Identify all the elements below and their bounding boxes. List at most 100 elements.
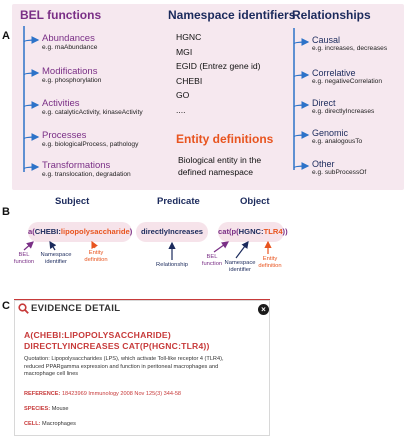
relationship-example: e.g. negativeCorrelation [312, 78, 383, 85]
subject-entity: lipopolysaccharide [60, 227, 130, 236]
close-icon: × [261, 305, 266, 314]
bel-function-processes: Processes e.g. biologicalProcess, pathol… [42, 130, 138, 148]
subject-namespace: CHEBI: [34, 227, 61, 236]
subject-close: ) [129, 227, 133, 236]
namespace-list: HGNC MGI EGID (Entrez gene id) CHEBI GO … [176, 30, 261, 117]
bel-function-label: BEL function [12, 252, 36, 265]
cell-value: Macrophages [42, 421, 76, 427]
object-bel-function-label: BEL function [200, 254, 224, 267]
evidence-species: SPECIES: Mouse [24, 406, 68, 414]
label-line: identifier [229, 266, 251, 273]
relationships-header: Relationships [292, 8, 371, 22]
panel-label-c: C [2, 300, 10, 312]
namespace-header: Namespace identifiers [168, 8, 296, 22]
bel-function-example: e.g. catalyticActivity, kinaseActivity [42, 109, 143, 116]
namespace-item: MGI [176, 46, 193, 57]
bel-function-title: Abundances [42, 33, 95, 44]
label-line: definition [84, 256, 108, 263]
quotation-line: reduced PPARgamma expression and functio… [24, 363, 219, 370]
relationship-direct: Direct e.g. directlyIncreases [312, 98, 374, 115]
label-line: BEL [206, 254, 218, 260]
evidence-statement-line: DIRECTLYINCREASES CAT(P(HGNC:TLR4)) [24, 341, 210, 351]
evidence-quotation: Quotation: Lipopolysaccharides (LPS), wh… [24, 356, 266, 379]
relationship-example: e.g. analogousTo [312, 138, 363, 145]
object-entity: TLR4 [263, 227, 283, 236]
object-function: cat(p( [218, 227, 239, 236]
bel-function-example: e.g. maAbundance [42, 44, 98, 51]
bel-function-transformations: Transformations e.g. translocation, degr… [42, 160, 131, 178]
namespace-identifier-label: Namespace identifier [38, 252, 74, 265]
search-icon [18, 303, 29, 314]
object-close: )) [282, 227, 288, 236]
label-line: Namespace [40, 252, 72, 258]
connector-lines [23, 26, 310, 172]
subject-header: Subject [55, 196, 90, 207]
namespace-item: HGNC [176, 32, 202, 42]
label-line: BEL [18, 252, 30, 258]
label-line: function [13, 258, 35, 265]
evidence-cell: CELL: Macrophages [24, 421, 76, 429]
species-label: SPECIES: [24, 406, 51, 412]
label-line: identifier [45, 258, 67, 265]
object-entity-definition-label: Entity definition [256, 256, 284, 269]
bel-function-title: Processes [42, 130, 87, 141]
label-line: Namespace [224, 260, 256, 266]
relationship-title: Other [312, 159, 335, 169]
predicate-header: Predicate [157, 196, 200, 207]
subject-function: a( [28, 227, 35, 236]
cell-label: CELL: [24, 421, 41, 427]
bel-functions-header: BEL functions [20, 8, 102, 22]
label-line: Entity [88, 250, 104, 256]
evidence-statement-line: A(CHEBI:LIPOPOLYSACCHARIDE) [24, 330, 171, 340]
relationship-example: e.g. directlyIncreases [312, 108, 375, 115]
namespace-item: GO [176, 90, 190, 100]
bel-function-abundances: Abundances e.g. maAbundance [42, 33, 97, 51]
object-pill: cat(p(HGNC:TLR4)) [218, 222, 288, 242]
predicate-pill: directlyIncreases [136, 222, 208, 242]
object-header: Object [240, 196, 270, 207]
evidence-statement: A(CHEBI:LIPOPOLYSACCHARIDE) DIRECTLYINCR… [24, 330, 210, 352]
bel-function-title: Modifications [42, 66, 98, 77]
relationship-genomic: Genomic e.g. analogousTo [312, 128, 362, 145]
bel-function-title: Transformations [42, 160, 111, 171]
entity-definitions-header: Entity definitions [176, 132, 274, 146]
bel-function-title: Activities [42, 98, 80, 109]
quotation-line: Quotation: Lipopolysaccharides (LPS), wh… [24, 356, 224, 362]
namespace-item: EGID (Entrez gene id) [176, 61, 261, 71]
statement-arrows [23, 240, 272, 260]
bel-overview-panel [12, 4, 404, 190]
close-button[interactable]: × [258, 304, 269, 315]
label-line: Entity [262, 256, 278, 262]
bel-function-example: e.g. biologicalProcess, pathology [42, 141, 139, 148]
relationship-example: e.g. subProcessOf [312, 169, 367, 176]
reference-label: REFERENCE: [24, 391, 61, 397]
namespace-item: .... [176, 104, 186, 115]
label-line: function [201, 260, 223, 267]
panel-label-b: B [2, 206, 10, 218]
entity-definition-text: Biological entity in the defined namespa… [178, 154, 261, 178]
entity-text-line: Biological entity in the [178, 155, 262, 165]
relationship-title: Genomic [312, 128, 349, 138]
relationship-title: Direct [312, 98, 336, 108]
evidence-detail-title: EVIDENCE DETAIL [31, 303, 121, 314]
bel-function-example: e.g. phosphorylation [42, 77, 102, 84]
quotation-line: macrophage cell lines [24, 371, 79, 378]
entity-text-line: defined namespace [178, 167, 254, 177]
relationship-title: Causal [312, 35, 341, 45]
evidence-detail-card [14, 300, 270, 436]
object-namespace-identifier-label: Namespace identifier [222, 260, 258, 273]
relationship-example: e.g. increases, decreases [312, 45, 388, 52]
panel-label-a: A [2, 30, 10, 42]
object-namespace: HGNC: [238, 227, 264, 236]
label-line: definition [258, 262, 282, 269]
namespace-item: CHEBI [176, 75, 203, 86]
relationship-other: Other e.g. subProcessOf [312, 159, 366, 176]
reference-link[interactable]: 18423969 Immunology 2008 Nov 125(3) 344-… [61, 391, 182, 397]
relationship-causal: Causal e.g. increases, decreases [312, 35, 387, 52]
subject-pill: a(CHEBI:lipopolysaccharide) [28, 222, 132, 242]
bel-function-activities: Activities e.g. catalyticActivity, kinas… [42, 98, 143, 116]
species-value: Mouse [51, 406, 69, 412]
evidence-reference: REFERENCE: 18423969 Immunology 2008 Nov … [24, 391, 181, 399]
bel-function-example: e.g. translocation, degradation [42, 171, 131, 178]
relationship-correlative: Correlative e.g. negativeCorrelation [312, 68, 382, 85]
